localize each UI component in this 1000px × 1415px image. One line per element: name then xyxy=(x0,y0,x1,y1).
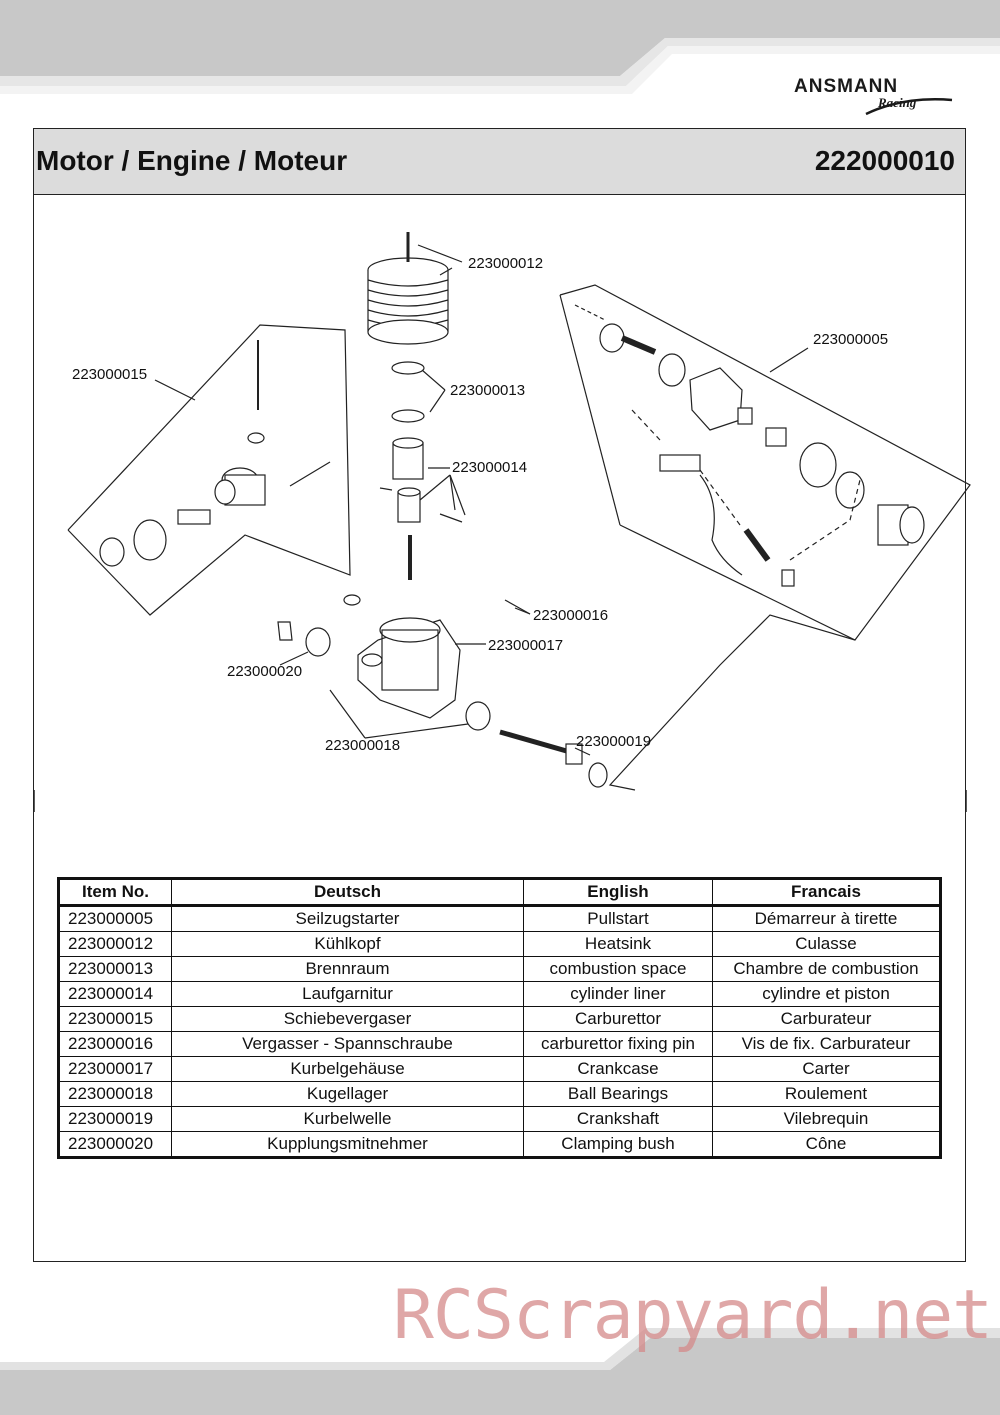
item-number: 223000013 xyxy=(58,956,172,982)
deutsch-cell: Kupplungsmitnehmer xyxy=(171,1131,524,1158)
english-cell: Ball Bearings xyxy=(523,1081,713,1107)
table-row: 223000015 Schiebevergaser Carburettor Ca… xyxy=(58,1006,941,1032)
english-cell: cylinder liner xyxy=(523,981,713,1007)
parts-table: Item No. Deutsch English Francais 223000… xyxy=(57,877,942,1159)
francais-cell: Vis de fix. Carburateur xyxy=(712,1031,941,1057)
page-title: Motor / Engine / Moteur xyxy=(36,145,348,176)
column-header-deutsch: Deutsch xyxy=(171,878,524,907)
francais-cell: Carburateur xyxy=(712,1006,941,1032)
column-header-english: English xyxy=(523,878,713,907)
callout-223000012: 223000012 xyxy=(468,255,543,272)
deutsch-cell: Kurbelgehäuse xyxy=(171,1056,524,1082)
column-header-item-no: Item No. xyxy=(58,878,172,907)
english-cell: Carburettor xyxy=(523,1006,713,1032)
callout-223000017: 223000017 xyxy=(488,637,563,654)
francais-cell: Vilebrequin xyxy=(712,1106,941,1132)
carburettor-group-outline xyxy=(67,324,351,616)
callout-223000015: 223000015 xyxy=(72,366,147,383)
item-number: 223000016 xyxy=(58,1031,172,1057)
callout-223000020: 223000020 xyxy=(227,663,302,680)
brand-logo: ANSMANN Racing xyxy=(794,76,954,120)
callout-223000019: 223000019 xyxy=(576,733,651,750)
table-row: 223000012 Kühlkopf Heatsink Culasse xyxy=(58,931,941,957)
francais-cell: Chambre de combustion xyxy=(712,956,941,982)
francais-cell: Cône xyxy=(712,1131,941,1158)
english-cell: Pullstart xyxy=(523,905,713,932)
english-cell: Crankcase xyxy=(523,1056,713,1082)
item-number: 223000014 xyxy=(58,981,172,1007)
brand-name: ANSMANN xyxy=(794,76,899,97)
table-row: 223000019 Kurbelwelle Crankshaft Vilebre… xyxy=(58,1106,941,1132)
pullstart-group-outline xyxy=(559,284,971,791)
title-bar: Motor / Engine / Moteur 222000010 xyxy=(34,129,965,195)
site-watermark: RCScrapyard.net xyxy=(393,1276,993,1355)
crankcase-part xyxy=(357,617,461,719)
deutsch-cell: Kühlkopf xyxy=(171,931,524,957)
callout-223000018: 223000018 xyxy=(325,737,400,754)
francais-cell: Carter xyxy=(712,1056,941,1082)
english-cell: carburettor fixing pin xyxy=(523,1031,713,1057)
table-row: 223000017 Kurbelgehäuse Crankcase Carter xyxy=(58,1056,941,1082)
english-cell: Clamping bush xyxy=(523,1131,713,1158)
table-row: 223000016 Vergasser - Spannschraube carb… xyxy=(58,1031,941,1057)
callout-223000013: 223000013 xyxy=(450,382,525,399)
logo-swoosh-icon xyxy=(865,98,953,116)
deutsch-cell: Seilzugstarter xyxy=(171,905,524,932)
deutsch-cell: Vergasser - Spannschraube xyxy=(171,1031,524,1057)
table-row: 223000020 Kupplungsmitnehmer Clamping bu… xyxy=(58,1131,941,1158)
item-number: 223000015 xyxy=(58,1006,172,1032)
item-number: 223000017 xyxy=(58,1056,172,1082)
francais-cell: cylindre et piston xyxy=(712,981,941,1007)
column-header-francais: Francais xyxy=(712,878,941,907)
english-cell: combustion space xyxy=(523,956,713,982)
deutsch-cell: Kurbelwelle xyxy=(171,1106,524,1132)
table-row: 223000005 Seilzugstarter Pullstart Démar… xyxy=(58,905,941,932)
item-number: 223000012 xyxy=(58,931,172,957)
deutsch-cell: Laufgarnitur xyxy=(171,981,524,1007)
francais-cell: Culasse xyxy=(712,931,941,957)
carburettor-part xyxy=(99,340,266,567)
item-number: 223000018 xyxy=(58,1081,172,1107)
english-cell: Crankshaft xyxy=(523,1106,713,1132)
table-row: 223000018 Kugellager Ball Bearings Roule… xyxy=(58,1081,941,1107)
table-row: 223000013 Brennraum combustion space Cha… xyxy=(58,956,941,982)
callout-223000014: 223000014 xyxy=(452,459,527,476)
content-frame: Motor / Engine / Moteur 222000010 xyxy=(33,128,966,1262)
deutsch-cell: Brennraum xyxy=(171,956,524,982)
pullstart-part xyxy=(599,323,925,587)
heatsink-part xyxy=(367,232,449,345)
document-number: 222000010 xyxy=(814,145,955,176)
table-header-row: Item No. Deutsch English Francais xyxy=(58,878,941,907)
item-number: 223000019 xyxy=(58,1106,172,1132)
deutsch-cell: Schiebevergaser xyxy=(171,1006,524,1032)
english-cell: Heatsink xyxy=(523,931,713,957)
table-row: 223000014 Laufgarnitur cylinder liner cy… xyxy=(58,981,941,1007)
deutsch-cell: Kugellager xyxy=(171,1081,524,1107)
leader-lines xyxy=(154,244,809,756)
francais-cell: Démarreur à tirette xyxy=(712,905,941,932)
callout-223000016: 223000016 xyxy=(533,607,608,624)
callout-223000005: 223000005 xyxy=(813,331,888,348)
item-number: 223000005 xyxy=(58,905,172,932)
francais-cell: Roulement xyxy=(712,1081,941,1107)
item-number: 223000020 xyxy=(58,1131,172,1158)
